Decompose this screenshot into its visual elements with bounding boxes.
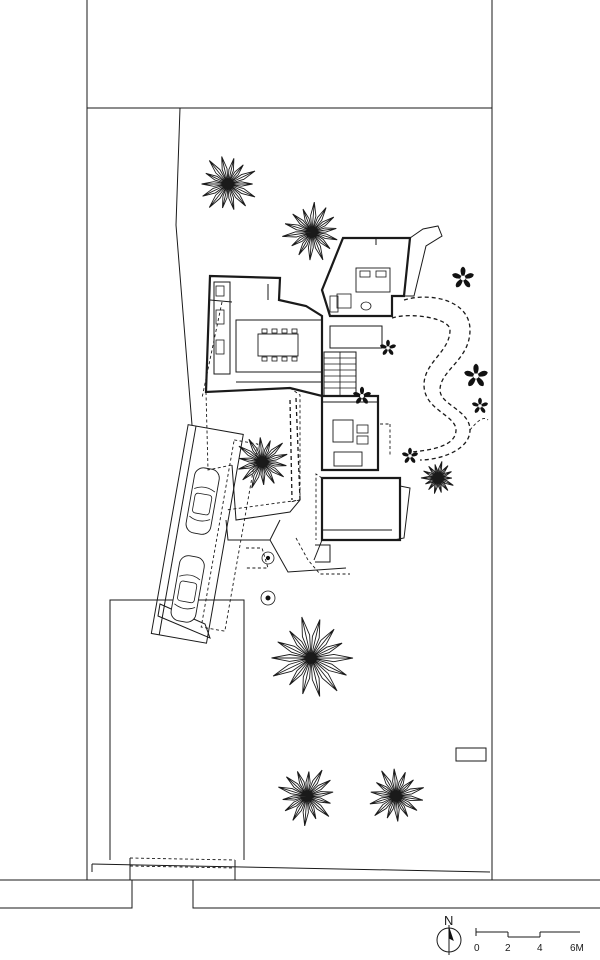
coffee-table bbox=[332, 419, 354, 443]
car-bottom bbox=[170, 555, 205, 623]
north-label: N bbox=[444, 913, 453, 928]
shrub-center bbox=[460, 275, 466, 281]
street bbox=[0, 857, 600, 909]
house bbox=[201, 225, 443, 575]
shrub-center bbox=[473, 373, 479, 379]
shrub bbox=[402, 447, 418, 463]
bed bbox=[355, 267, 391, 293]
shrub-center bbox=[360, 394, 364, 398]
scale-tick-2: 2 bbox=[505, 943, 511, 954]
garden-path bbox=[403, 296, 471, 461]
tree bbox=[238, 437, 288, 489]
shrub-center bbox=[386, 346, 390, 350]
tree bbox=[271, 616, 354, 697]
tree bbox=[278, 769, 334, 827]
scale-tick-6m: 6M bbox=[570, 943, 584, 954]
tree-canopy bbox=[271, 616, 354, 697]
tree-canopy bbox=[282, 201, 338, 261]
site-boundary bbox=[86, 0, 493, 880]
shrub bbox=[353, 386, 371, 404]
carport bbox=[150, 424, 259, 644]
entry-bush bbox=[260, 551, 276, 606]
dining-table bbox=[257, 328, 299, 362]
trees bbox=[201, 156, 454, 827]
shrub-center bbox=[478, 404, 482, 408]
tree bbox=[369, 768, 424, 822]
shrub bbox=[452, 266, 474, 288]
shrub-center bbox=[408, 454, 412, 458]
garden-shed bbox=[455, 747, 487, 762]
shrubs bbox=[353, 266, 488, 463]
tree-canopy bbox=[238, 437, 288, 489]
neighbour-building bbox=[109, 599, 245, 860]
scale-tick-4: 4 bbox=[537, 943, 543, 954]
shrub bbox=[472, 397, 488, 413]
staircase bbox=[323, 351, 357, 397]
tree bbox=[282, 201, 338, 261]
shrub bbox=[380, 339, 396, 355]
tree-canopy bbox=[420, 461, 454, 494]
scale-tick-0: 0 bbox=[474, 943, 480, 954]
driveway-edge bbox=[157, 603, 211, 639]
north-arrow: N bbox=[436, 913, 462, 955]
scale-bar: 0 2 4 6M bbox=[474, 928, 584, 954]
tree bbox=[420, 461, 454, 494]
shrub bbox=[464, 363, 488, 387]
tree-canopy bbox=[278, 769, 334, 827]
tree-canopy bbox=[369, 768, 424, 822]
tree bbox=[201, 156, 256, 210]
tree-canopy bbox=[201, 156, 256, 210]
car-top bbox=[185, 467, 220, 535]
garden-path-inner bbox=[391, 315, 457, 453]
sofa bbox=[333, 451, 363, 467]
